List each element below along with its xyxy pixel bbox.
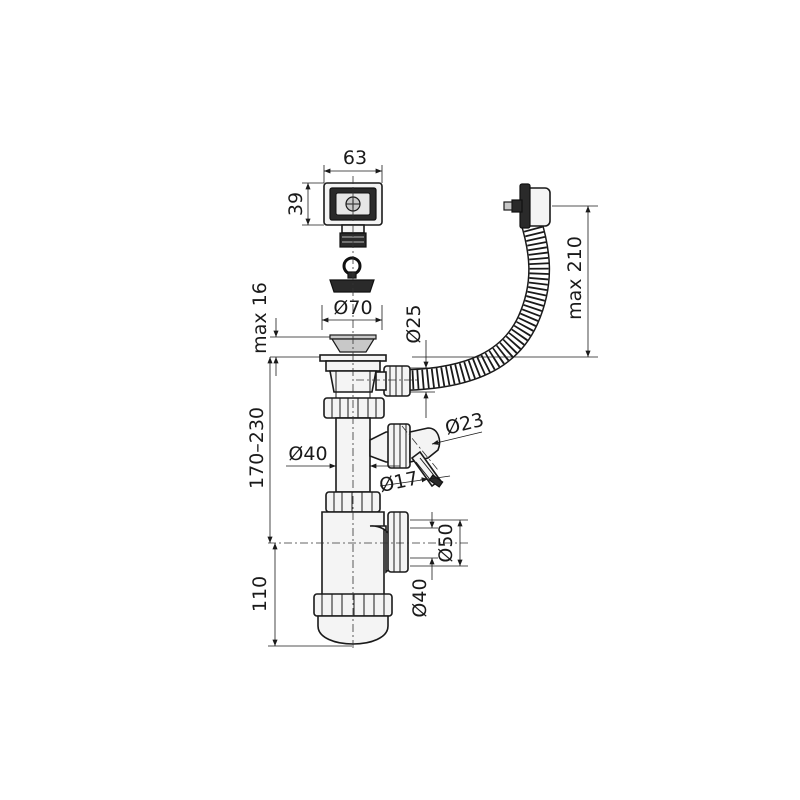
- dim-range-170-230: 170–230: [246, 407, 268, 489]
- appliance-branch: [369, 423, 444, 488]
- dim-height-39: 39: [285, 192, 307, 216]
- dim-width-63: 63: [343, 147, 367, 169]
- dim-dia-23: Ø23: [443, 409, 486, 440]
- dim-dia-25: Ø25: [403, 304, 425, 343]
- branch-axis: [401, 425, 439, 471]
- overflow-hose: [375, 183, 551, 397]
- dim-dia-17: Ø17: [377, 467, 420, 497]
- dim-dia-50: Ø50: [435, 523, 457, 562]
- dim-dia-40-pipe: Ø40: [288, 443, 327, 465]
- drain-stopper: [329, 256, 375, 293]
- dim-max-16: max 16: [249, 282, 271, 354]
- dim-height-110: 110: [249, 576, 271, 612]
- dim-max-210: max 210: [564, 236, 586, 320]
- bottle-trap: [313, 511, 409, 645]
- dim-dia-40-outlet: Ø40: [409, 578, 431, 617]
